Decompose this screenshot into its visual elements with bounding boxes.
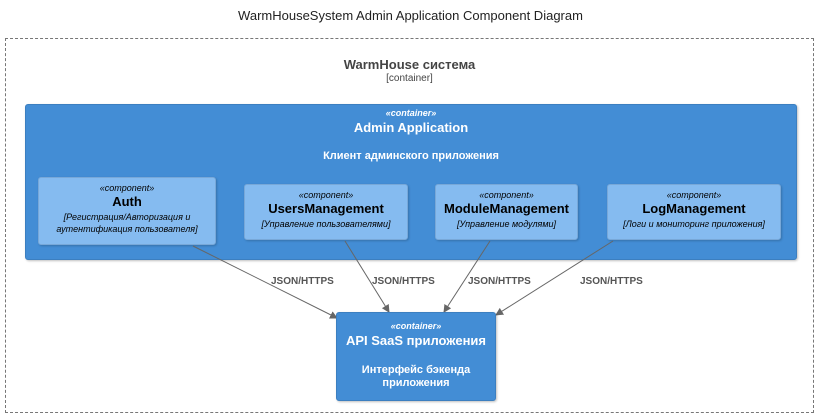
component-module-management-name: ModuleManagement [444, 201, 569, 216]
component-auth: «component» Auth [Регистрация/Авторизаци… [38, 177, 216, 245]
relation-users-management-api-arrow [344, 240, 390, 313]
admin-application-name: Admin Application [353, 120, 469, 135]
component-auth-stereotype: «component» [99, 183, 155, 193]
component-auth-name: Auth [112, 194, 142, 209]
api-saas-name: API SaaS приложения [345, 333, 487, 348]
component-auth-description-line1: [Регистрация/Авторизация и [63, 212, 191, 222]
relation-log-management-api-arrow [495, 240, 614, 316]
system-boundary-type: [container] [386, 73, 433, 84]
relation-auth-api-label: JSON/HTTPS [271, 276, 334, 287]
relation-users-management-api-label: JSON/HTTPS [372, 276, 435, 287]
component-users-management-name: UsersManagement [268, 201, 384, 216]
api-saas-description-line2: приложения [382, 377, 450, 389]
admin-application-description: Клиент админского приложения [323, 150, 499, 162]
component-users-management-description: [Управление пользователями] [261, 219, 391, 229]
component-users-management-stereotype: «component» [298, 190, 354, 200]
system-boundary-name: WarmHouse система [343, 57, 476, 72]
relation-module-management-api-arrow [443, 240, 491, 313]
component-log-management-stereotype: «component» [666, 190, 722, 200]
diagram-title: WarmHouseSystem Admin Application Compon… [238, 8, 583, 23]
component-log-management-description: [Логи и мониторинг приложения] [623, 219, 765, 229]
component-log-management-name: LogManagement [642, 201, 746, 216]
api-saas-description-line1: Интерфейс бэкенда [361, 364, 471, 376]
component-log-management: «component» LogManagement [Логи и монито… [607, 184, 781, 240]
component-users-management: «component» UsersManagement [Управление … [244, 184, 408, 240]
api-saas-container: «container» API SaaS приложения Интерфей… [336, 312, 496, 401]
api-saas-stereotype: «container» [390, 321, 442, 331]
system-boundary [5, 38, 814, 413]
relation-log-management-api-label: JSON/HTTPS [580, 276, 643, 287]
component-module-management-stereotype: «component» [479, 190, 534, 200]
component-module-management: «component» ModuleManagement [Управление… [435, 184, 578, 240]
relation-module-management-api-label: JSON/HTTPS [468, 276, 531, 287]
relation-auth-api-arrow [192, 245, 338, 319]
admin-application-stereotype: «container» [385, 108, 437, 118]
component-module-management-description: [Управление модулями] [456, 219, 557, 229]
component-auth-description-line2: аутентификация пользователя] [56, 224, 198, 234]
